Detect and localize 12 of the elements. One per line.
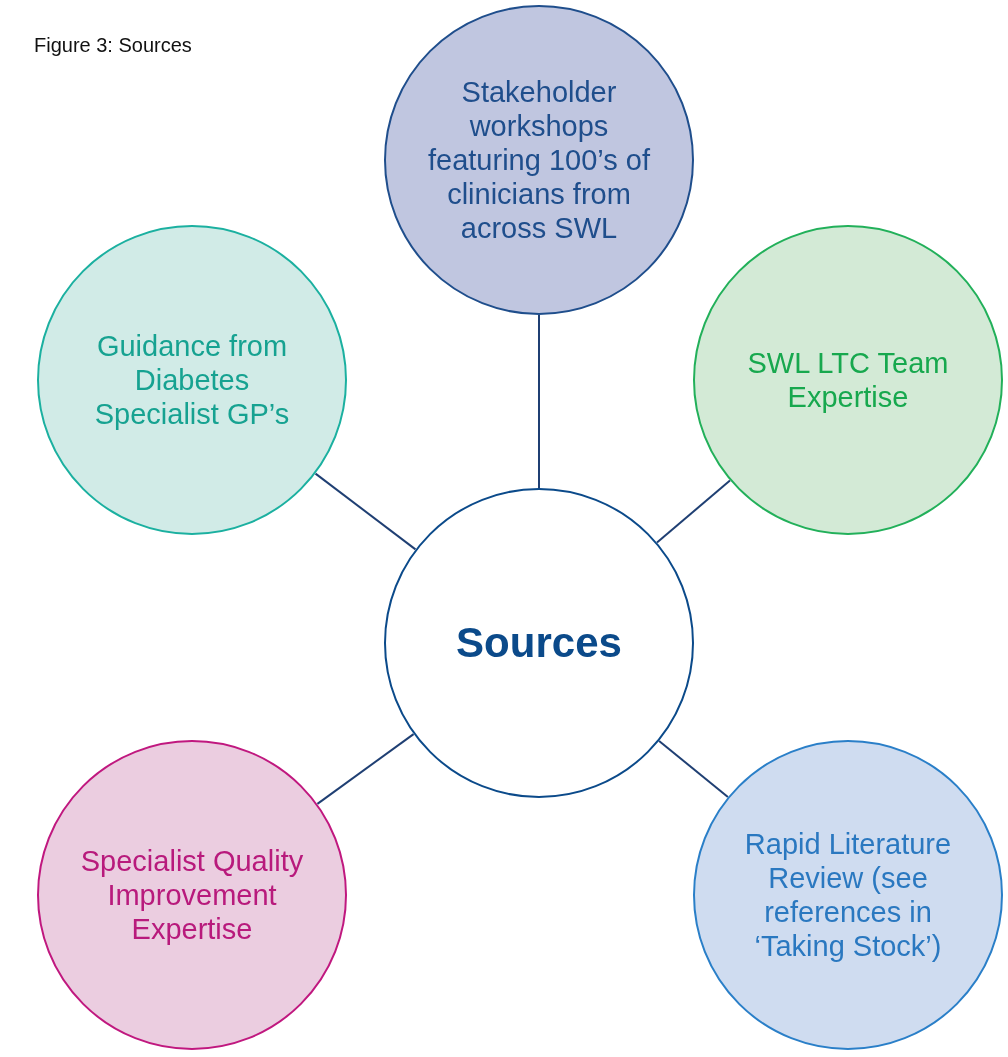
figure-title: Figure 3: Sources — [34, 34, 192, 57]
connector-line — [658, 739, 729, 799]
connector-line — [316, 733, 415, 805]
connector-line — [314, 472, 417, 551]
node-label: Specialist Quality Improvement Expertise — [79, 844, 305, 946]
hub-label: Sources — [455, 619, 623, 667]
node-label: Stakeholder workshops featuring 100’s of clinicians from across SWL — [427, 75, 651, 245]
connector-line — [656, 479, 731, 544]
node-label: SWL LTC Team Expertise — [746, 346, 950, 414]
node-label: Guidance from Diabetes Specialist GP’s — [93, 329, 291, 431]
connector-line — [538, 314, 540, 489]
node-label: Rapid Literature Review (see references in ‘Taking Stock’) — [743, 827, 953, 963]
